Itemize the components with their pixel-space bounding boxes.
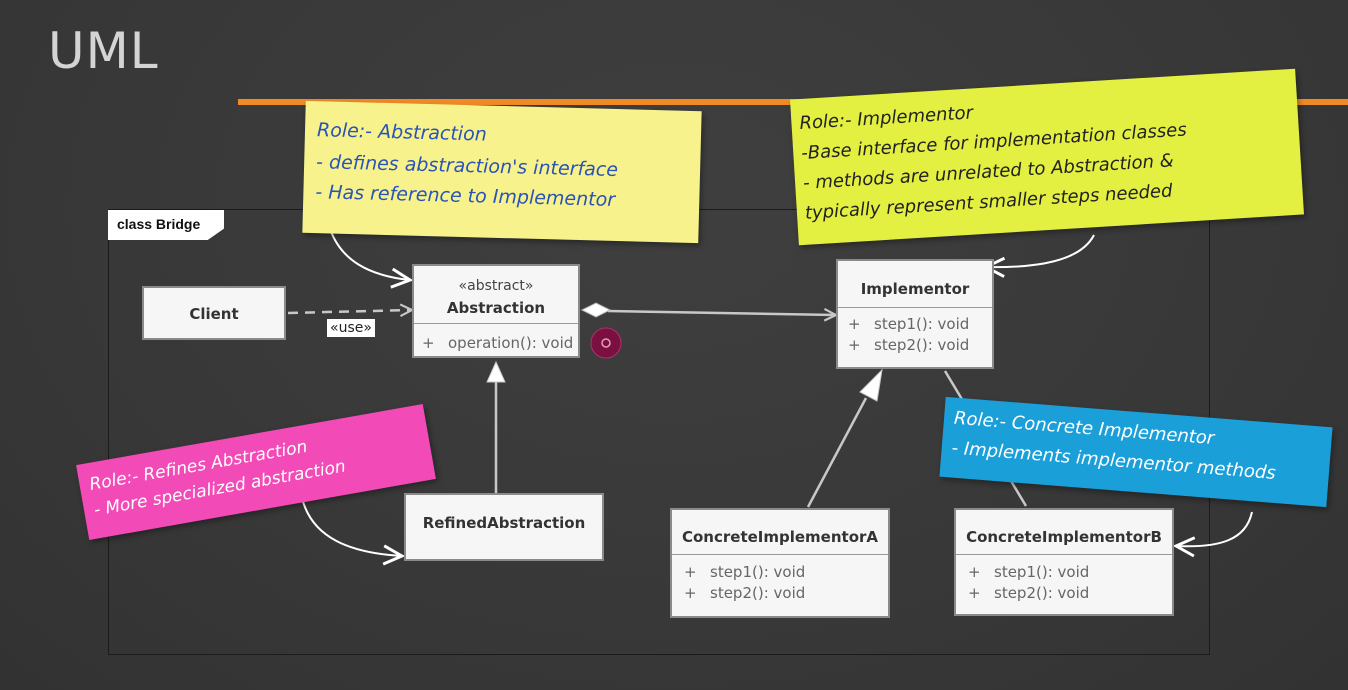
abstraction-stereotype: «abstract» xyxy=(458,278,534,294)
class-concrete-implementor-a[interactable]: ConcreteImplementorA +step1(): void +ste… xyxy=(670,508,890,618)
implementor-name: Implementor xyxy=(860,280,970,298)
abstraction-name: Abstraction xyxy=(446,299,546,317)
note-implementor-role: Role:- Implementor -Base interface for i… xyxy=(790,68,1304,246)
note-abstraction-line-1: Role:- Abstraction xyxy=(316,119,488,146)
class-abstraction[interactable]: «abstract» Abstraction +operation(): voi… xyxy=(412,264,580,358)
implementor-separator xyxy=(838,307,992,308)
note-abstraction-line-2: - defines abstraction's interface xyxy=(315,151,619,182)
class-client-name: Client xyxy=(189,305,239,323)
concrete-b-op-2: +step2(): void xyxy=(968,584,1090,602)
concrete-b-name: ConcreteImplementorB xyxy=(966,528,1162,546)
abstraction-separator xyxy=(414,323,578,324)
concrete-b-separator xyxy=(956,554,1172,555)
implementor-op-1: +step1(): void xyxy=(848,315,970,333)
note-concrete-line-2: - Implements implementor methods xyxy=(950,437,1277,484)
slide-title: UML xyxy=(48,22,159,80)
concrete-a-name: ConcreteImplementorA xyxy=(681,528,879,546)
note-arrow-refined xyxy=(301,497,402,556)
inheritance-arrowhead-concrete-a xyxy=(859,368,883,402)
concrete-a-op-2: +step2(): void xyxy=(684,584,806,602)
note-arrow-abstraction xyxy=(327,221,410,280)
aggregation-line xyxy=(607,311,836,315)
note-abstraction-role: Role:- Abstraction - defines abstraction… xyxy=(302,100,702,244)
implementor-op-2: +step2(): void xyxy=(848,336,970,354)
note-implementor-line-1: Role:- Implementor xyxy=(798,102,974,135)
refined-abstraction-name: RefinedAbstraction xyxy=(422,514,586,532)
use-label: «use» xyxy=(327,319,375,337)
concrete-b-op-1: +step1(): void xyxy=(968,563,1090,581)
class-concrete-implementor-b[interactable]: ConcreteImplementorB +step1(): void +ste… xyxy=(954,508,1174,616)
inheritance-line-concrete-a xyxy=(806,397,868,508)
class-client[interactable]: Client xyxy=(142,286,286,340)
cursor-marker-dot xyxy=(601,338,611,348)
concrete-a-op-1: +step1(): void xyxy=(684,563,806,581)
abstraction-op: +operation(): void xyxy=(422,334,574,352)
concrete-a-separator xyxy=(672,554,888,555)
note-abstraction-line-3: - Has reference to Implementor xyxy=(315,181,616,211)
class-implementor[interactable]: Implementor +step1(): void +step2(): voi… xyxy=(836,259,994,369)
cursor-marker xyxy=(590,327,622,359)
use-dependency-line xyxy=(287,310,412,313)
note-arrow-implementor xyxy=(986,234,1095,267)
inheritance-arrowhead-refined xyxy=(486,360,506,383)
frame-label: class Bridge xyxy=(117,216,201,232)
note-arrow-concrete xyxy=(1176,511,1253,546)
aggregation-diamond xyxy=(580,302,612,318)
class-refined-abstraction[interactable]: RefinedAbstraction xyxy=(404,493,604,561)
frame-tab xyxy=(108,210,224,240)
